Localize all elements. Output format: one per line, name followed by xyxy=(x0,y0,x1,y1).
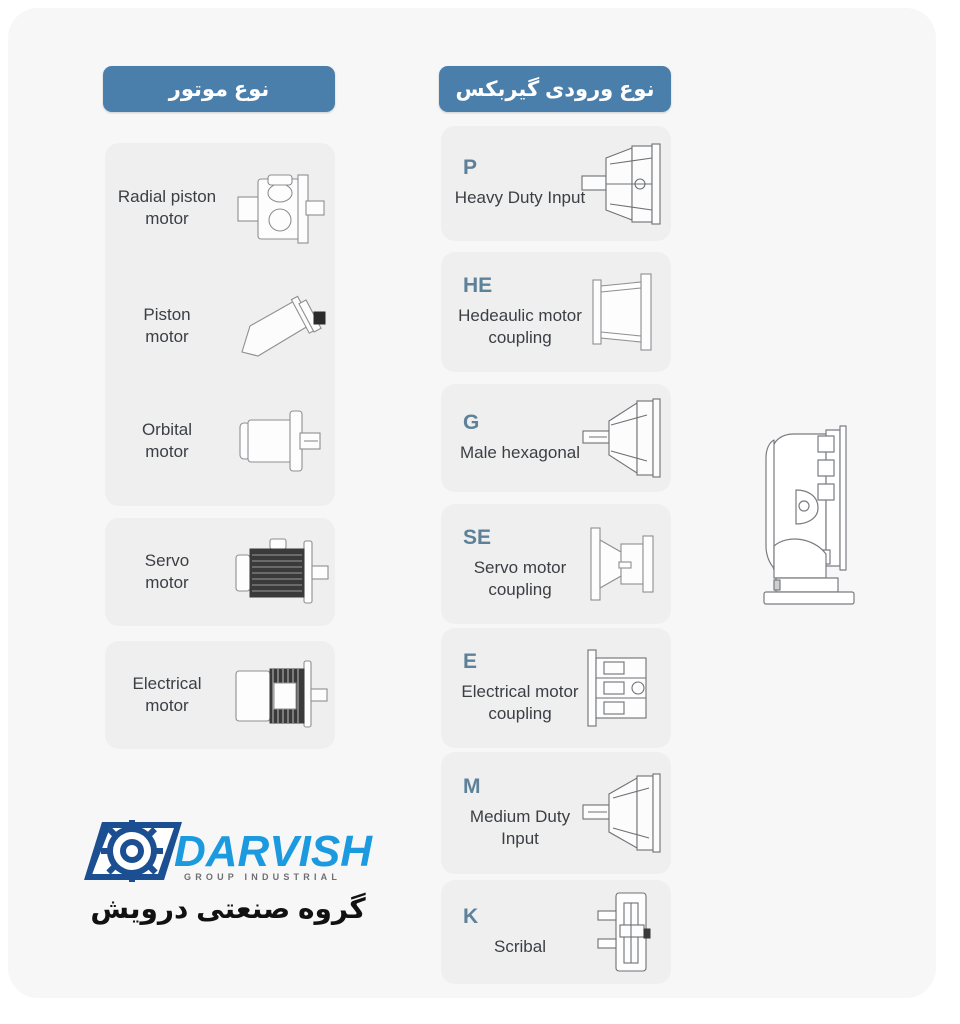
list-item[interactable]: Electrical motor xyxy=(105,641,335,749)
gearbox-input-text: E Electrical motor coupling xyxy=(441,628,591,748)
list-item[interactable]: P Heavy Duty Input xyxy=(441,126,671,241)
label-line-1: Servo xyxy=(144,550,190,570)
gearbox-code: SE xyxy=(463,525,492,549)
gearbox-label: Electrical motor coupling xyxy=(449,681,591,726)
label-line-1: Servo motor xyxy=(473,557,567,577)
label-line-1: Radial piston xyxy=(117,186,217,206)
gearbox-code: P xyxy=(463,156,478,180)
motor-label: Piston motor xyxy=(105,304,225,349)
list-item[interactable]: Radial piston motor xyxy=(105,153,335,263)
label-line-1: Male hexagonal xyxy=(459,442,581,462)
label-line-2: coupling xyxy=(488,704,552,723)
gearbox-label: Heavy Duty Input xyxy=(449,187,591,209)
label-line-2: motor xyxy=(145,696,189,715)
label-line-2: coupling xyxy=(488,328,552,347)
label-line-2: motor xyxy=(145,209,189,228)
gearbox-input-text: SE Servo motor coupling xyxy=(441,504,591,624)
gearbox-label: Scribal xyxy=(449,936,591,958)
hydraulic-motor-coupling-icon xyxy=(579,252,667,372)
list-item[interactable]: SE Servo motor coupling xyxy=(441,504,671,624)
gearbox-input-text: HE Hedeaulic motor coupling xyxy=(441,252,591,372)
list-item[interactable]: HE Hedeaulic motor coupling xyxy=(441,252,671,372)
list-item[interactable]: Orbital motor xyxy=(105,386,335,496)
list-item[interactable]: G Male hexagonal xyxy=(441,384,671,492)
label-line-2: coupling xyxy=(488,580,552,599)
label-line-1: Electrical xyxy=(132,673,202,693)
gearbox-code: G xyxy=(463,410,480,434)
electrical-motor-icon xyxy=(225,655,335,735)
gearbox-code: E xyxy=(463,649,478,673)
gearbox-code: K xyxy=(463,904,479,928)
gearbox-code: M xyxy=(463,774,481,798)
male-hexagonal-icon xyxy=(579,384,667,492)
motor-label: Orbital motor xyxy=(105,419,225,464)
gearbox-input-text: G Male hexagonal xyxy=(441,384,591,492)
label-line-1: Scribal xyxy=(494,936,546,956)
servo-motor-icon xyxy=(225,533,335,611)
label-line-2: Input xyxy=(501,829,539,848)
motor-label: Servo motor xyxy=(105,550,225,595)
logo-persian-text: گروه صنعتی درویش xyxy=(90,893,366,924)
heavy-duty-input-icon xyxy=(579,126,667,241)
logo-tagline-text: GROUP INDUSTRIAL xyxy=(184,872,341,882)
motor-type-header: نوع موتور xyxy=(103,66,335,112)
motor-label: Radial piston motor xyxy=(105,186,225,231)
label-line-1: Hedeaulic motor xyxy=(458,305,582,325)
label-line-2: motor xyxy=(145,327,189,346)
list-item[interactable]: E Electrical motor coupling xyxy=(441,628,671,748)
gearbox-input-text: K Scribal xyxy=(441,880,591,984)
label-line-1: Electrical motor xyxy=(461,681,579,701)
scribal-icon xyxy=(579,880,667,984)
darvish-logo: DARVISH GROUP INDUSTRIAL گروه صنعتی دروی… xyxy=(78,816,378,941)
motor-group-card-hydraulic[interactable]: Radial piston motor xyxy=(105,143,335,506)
gearbox-input-text: P Heavy Duty Input xyxy=(441,126,591,241)
motor-group-card-electrical[interactable]: Electrical motor xyxy=(105,641,335,749)
gearbox-label: Medium Duty Input xyxy=(449,806,591,851)
logo-mark xyxy=(84,820,182,882)
gearbox-input-text: M Medium Duty Input xyxy=(441,752,591,874)
gearbox-housing-drawing xyxy=(748,418,878,618)
logo-brand-text: DARVISH xyxy=(174,827,373,876)
label-line-1: Heavy Duty Input xyxy=(454,188,586,208)
radial-piston-motor-icon xyxy=(225,165,335,251)
infographic-canvas: نوع موتور نوع ورودی گیربکس Radial piston… xyxy=(8,8,936,998)
gearbox-code: HE xyxy=(463,273,493,297)
gearbox-input-type-header: نوع ورودی گیربکس xyxy=(439,66,671,112)
label-line-1: Piston xyxy=(143,304,191,324)
medium-duty-input-icon xyxy=(579,752,667,874)
list-item[interactable]: M Medium Duty Input xyxy=(441,752,671,874)
gearbox-label: Male hexagonal xyxy=(449,442,591,464)
orbital-motor-icon xyxy=(225,403,335,479)
gearbox-label: Servo motor coupling xyxy=(449,557,591,602)
gearbox-label: Hedeaulic motor coupling xyxy=(449,305,591,350)
servo-motor-coupling-icon xyxy=(579,504,667,624)
label-line-1: Medium Duty xyxy=(469,806,571,826)
label-line-2: motor xyxy=(145,573,189,592)
label-line-1: Orbital xyxy=(141,419,193,439)
label-line-2: motor xyxy=(145,442,189,461)
list-item[interactable]: K Scribal xyxy=(441,880,671,984)
motor-label: Electrical motor xyxy=(105,673,225,718)
list-item[interactable]: Piston motor xyxy=(105,271,335,381)
piston-motor-icon xyxy=(225,286,335,366)
electrical-motor-coupling-icon xyxy=(579,628,667,748)
motor-group-card-servo[interactable]: Servo motor xyxy=(105,518,335,626)
list-item[interactable]: Servo motor xyxy=(105,518,335,626)
